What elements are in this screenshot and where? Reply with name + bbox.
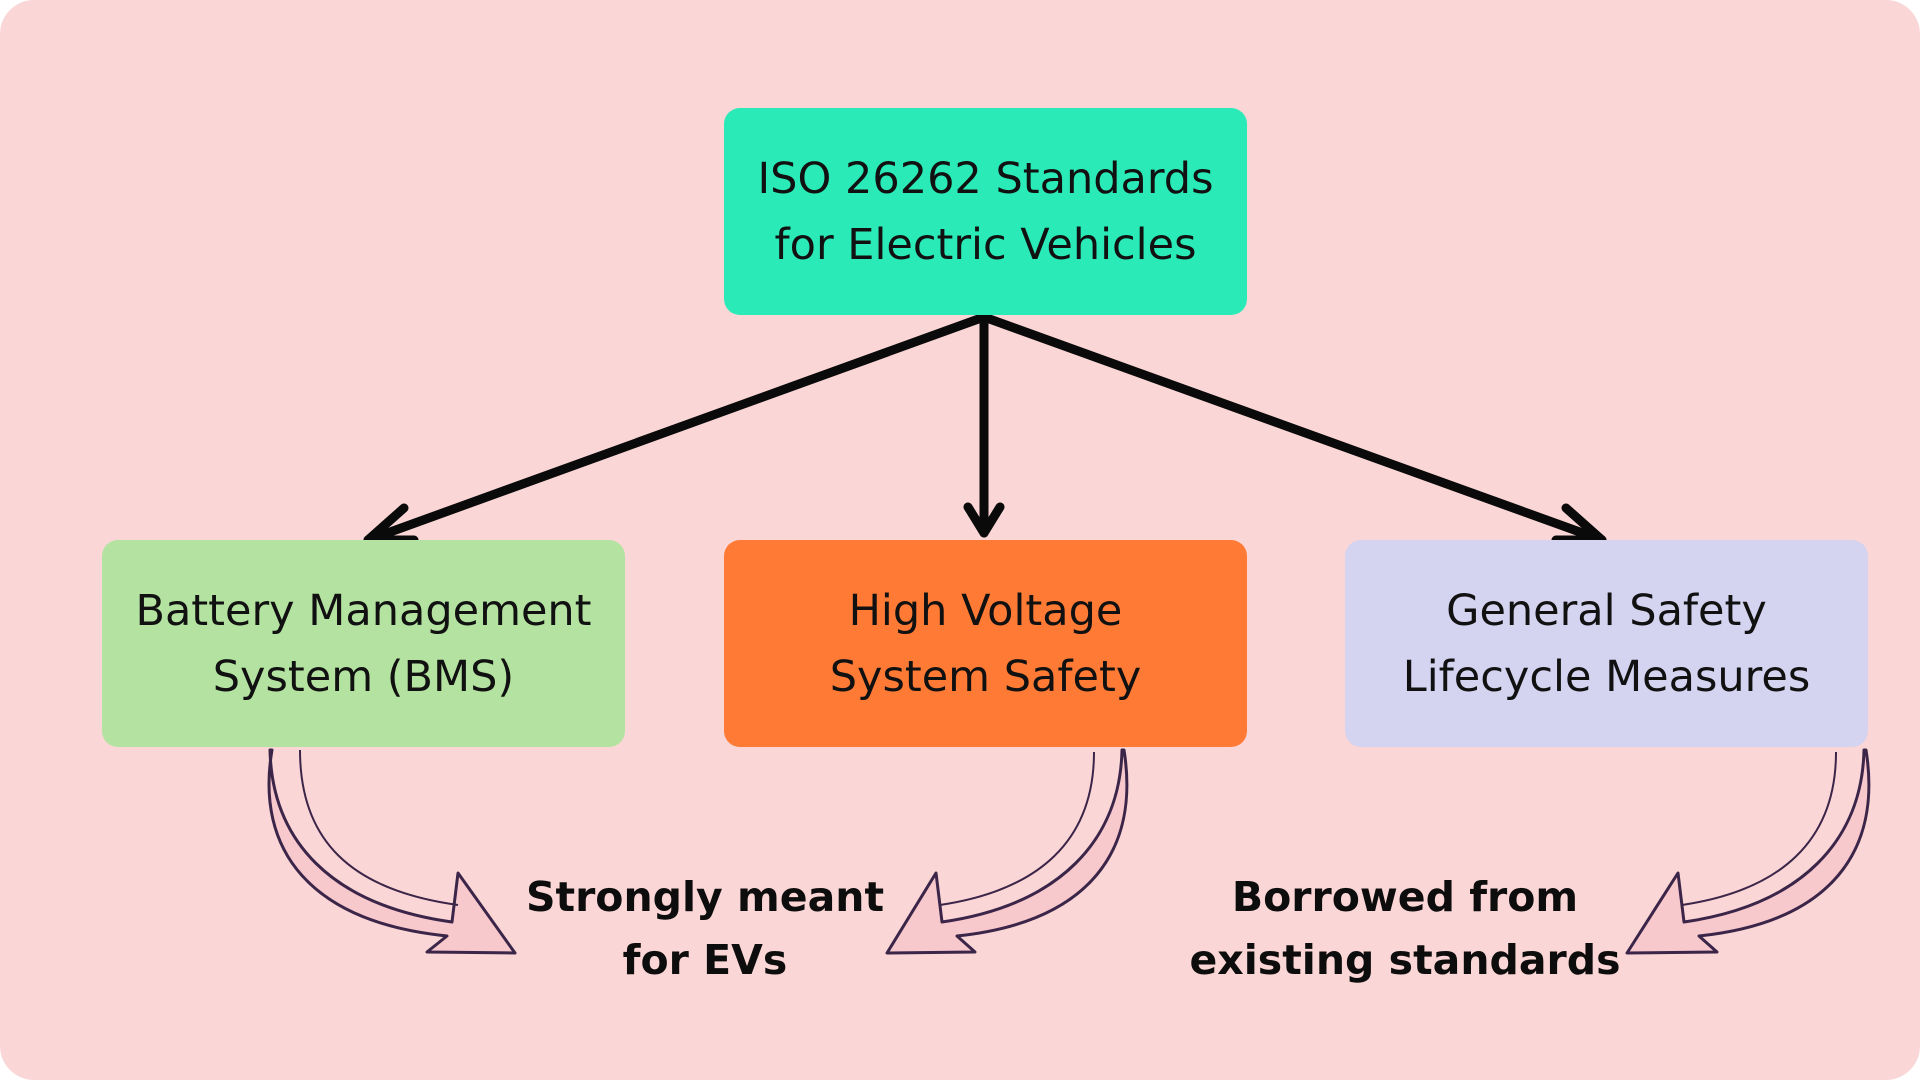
- root-node-iso-26262: ISO 26262 Standards for Electric Vehicle…: [724, 108, 1247, 315]
- arrowhead-hv: [963, 502, 1005, 538]
- note-strongly-meant-for-evs: Strongly meant for EVs: [525, 873, 885, 984]
- connector-to-bms: [363, 312, 989, 545]
- node-general-safety-lifecycle: General Safety Lifecycle Measures: [1345, 540, 1868, 747]
- curved-arrow-icon: [1625, 748, 1871, 955]
- curved-arrow-icon: [885, 748, 1129, 955]
- connector-to-general: [979, 312, 1607, 545]
- curved-arrow-icon: [267, 748, 517, 955]
- node-battery-management-system: Battery Management System (BMS): [102, 540, 625, 747]
- node-high-voltage-system-safety: High Voltage System Safety: [724, 540, 1247, 747]
- note-borrowed-from-existing-standards: Borrowed from existing standards: [1189, 873, 1621, 984]
